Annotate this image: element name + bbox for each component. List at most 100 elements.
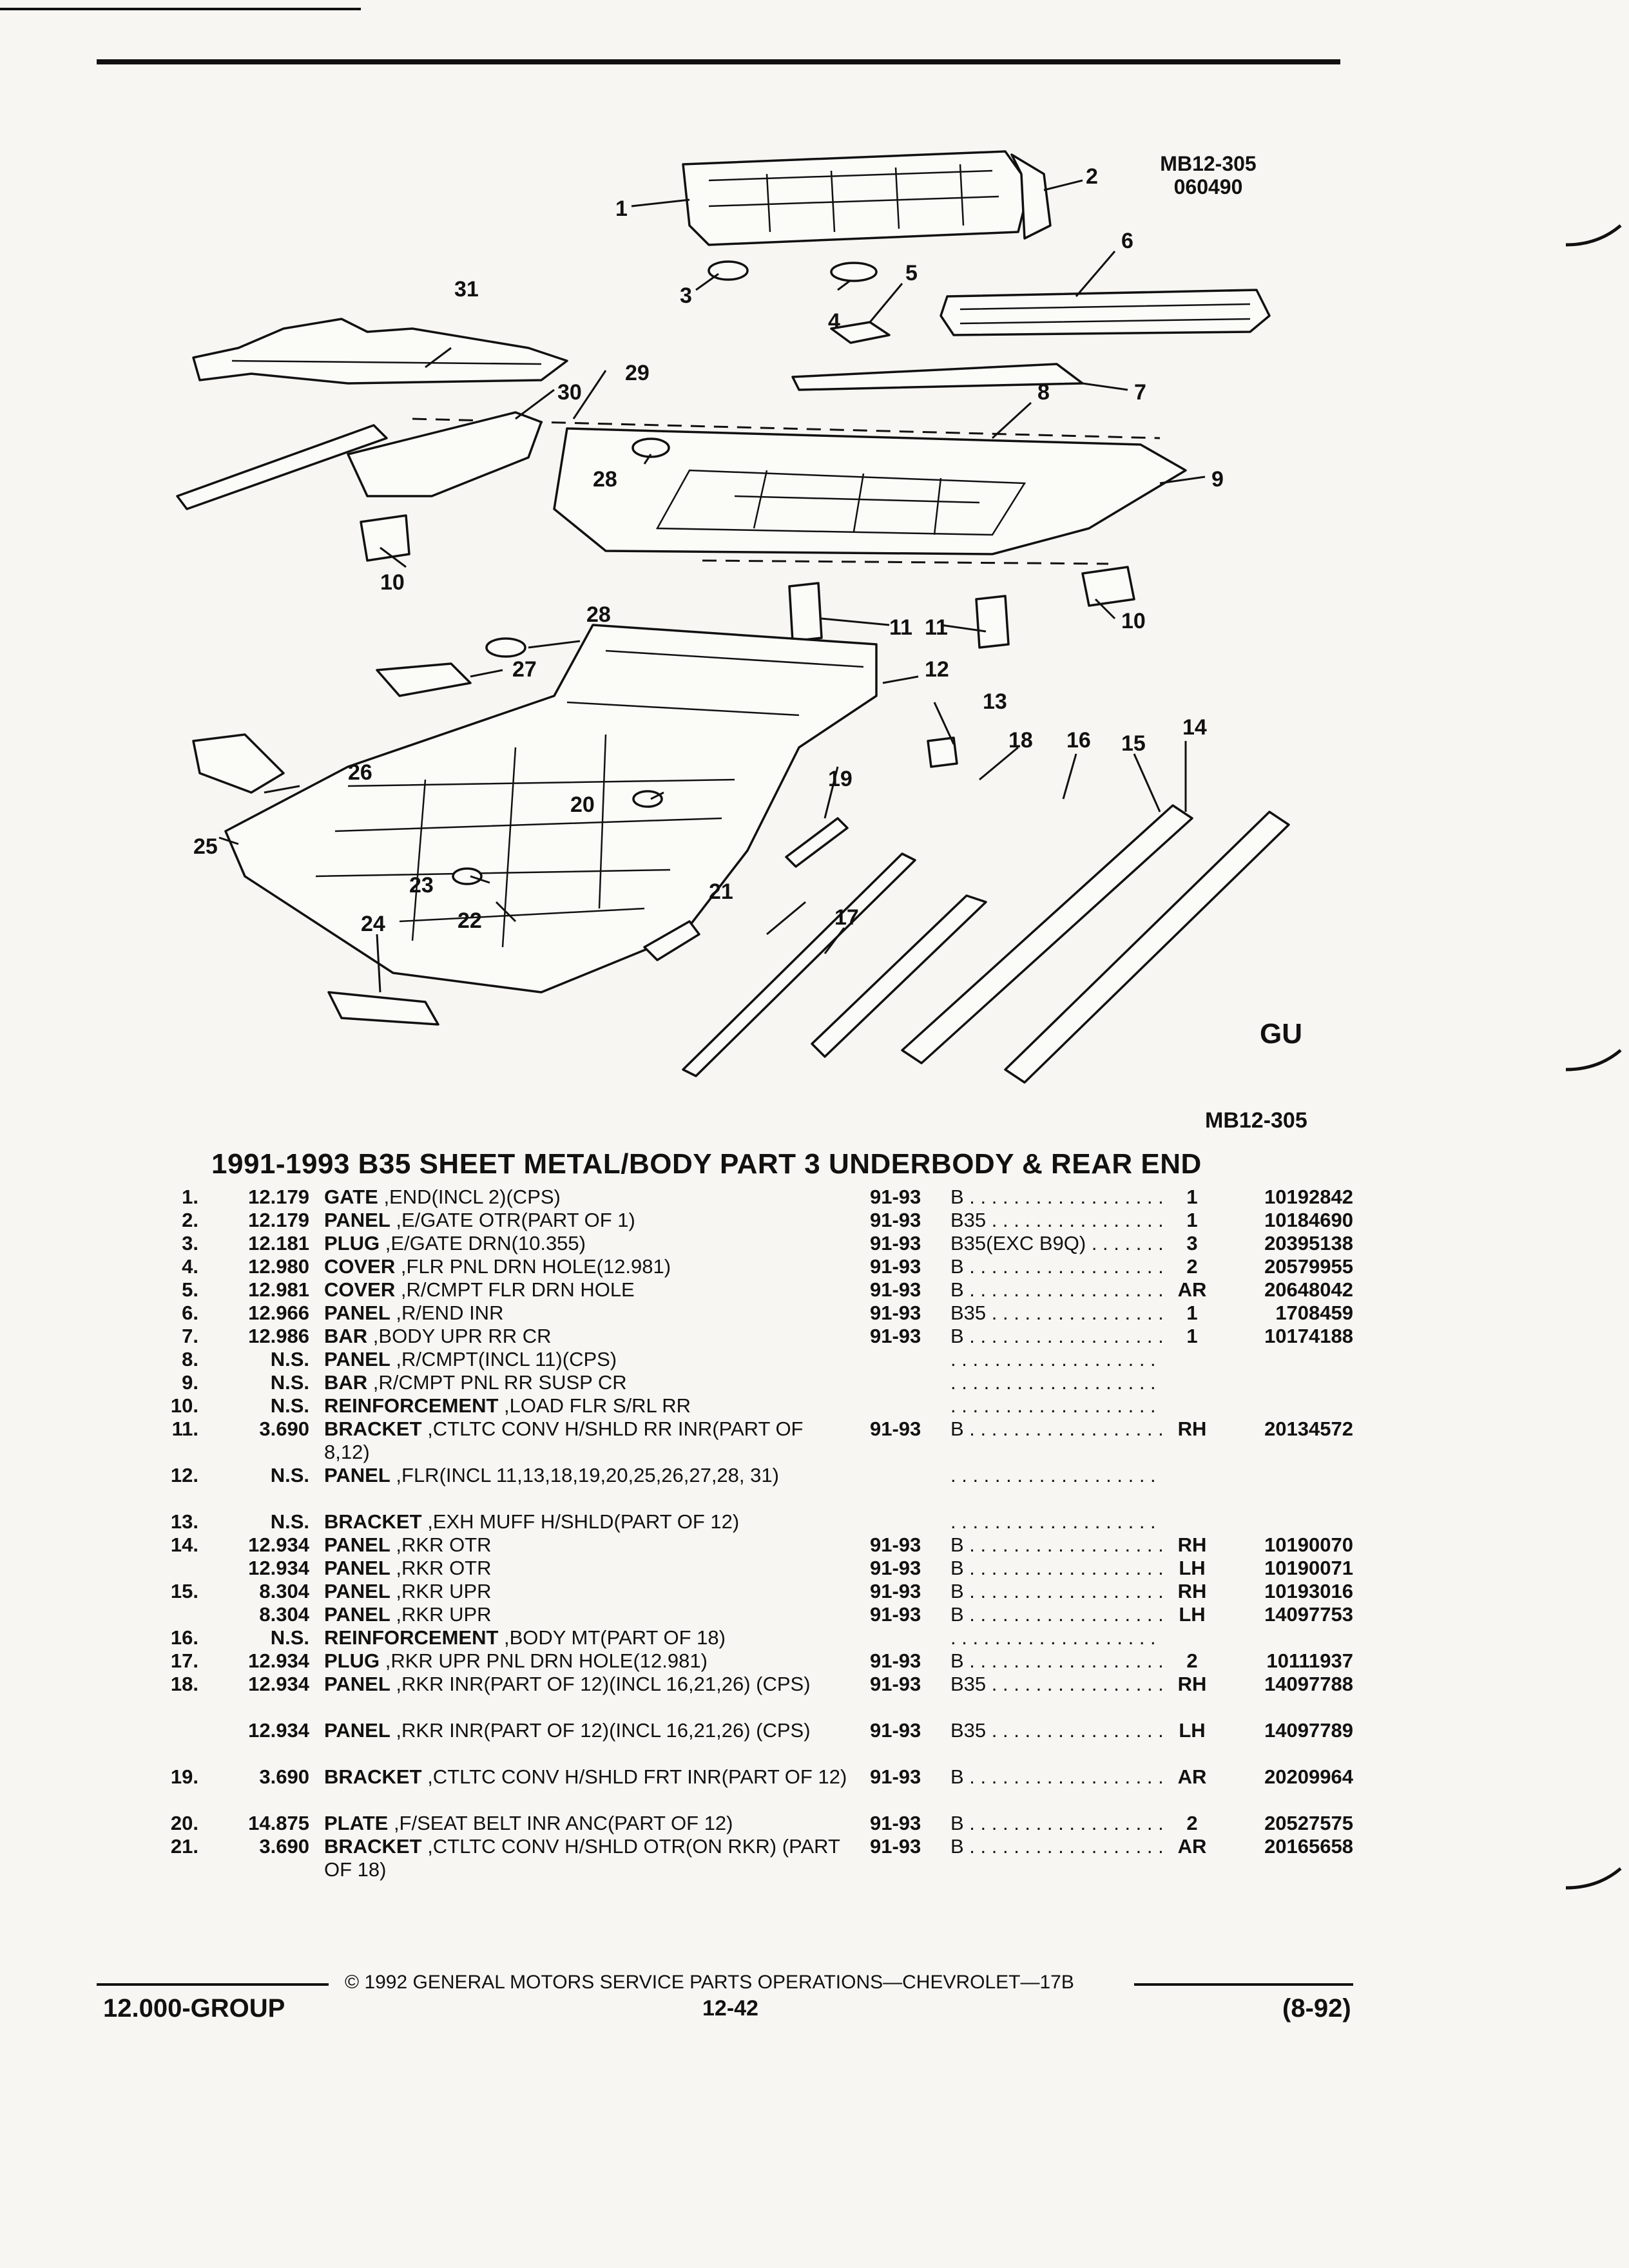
row-part-detail: ,RKR INR(PART OF 12)(INCL 16,21,26) (CPS… <box>396 1673 811 1695</box>
row-index: 2. <box>182 1209 198 1231</box>
row-quantity: AR <box>1177 1835 1207 1858</box>
leader-dots: . . . . . . . . . . . . . . . . . . . . … <box>969 1325 1163 1347</box>
part-rail-30 <box>176 424 388 510</box>
row-model: . . . . . . . . . . . . . . . . . . . . … <box>950 1464 1163 1487</box>
row-index: 19. <box>170 1765 198 1788</box>
section-title: 1991-1993 B35 SHEET METAL/BODY PART 3 UN… <box>211 1148 1202 1180</box>
row-description: BRACKET ,CTLTC CONV H/SHLD FRT INR(PART … <box>324 1765 853 1789</box>
callout-3: 3 <box>680 284 692 308</box>
row-description: PLUG ,E/GATE DRN(10.355) <box>324 1232 853 1255</box>
row-part-detail: ,CTLTC CONV H/SHLD RR INR(PART OF 8,12) <box>324 1418 804 1463</box>
callout-10-left: 10 <box>380 570 405 595</box>
row-description: PANEL ,R/END INR <box>324 1302 853 1325</box>
part-20 <box>632 790 663 808</box>
row-index: 17. <box>170 1649 198 1672</box>
row-part-detail: ,RKR INR(PART OF 12)(INCL 16,21,26) (CPS… <box>396 1719 811 1742</box>
row-group-number: 12.934 <box>248 1673 309 1695</box>
row-model-code: B35 <box>950 1719 987 1742</box>
callout-28-lower: 28 <box>586 602 611 627</box>
top-rule <box>97 59 1340 64</box>
row-model-code: B35 <box>950 1209 987 1231</box>
row-part-number: 10192842 <box>1264 1186 1353 1208</box>
part-floor-bar-31 <box>192 318 568 385</box>
row-group-number: 12.934 <box>248 1557 309 1579</box>
parts-row: 8.N.S.PANEL ,R/CMPT(INCL 11)(CPS) . . . … <box>0 1348 1629 1371</box>
row-model: . . . . . . . . . . . . . . . . . . . . … <box>950 1348 1163 1371</box>
row-model: B . . . . . . . . . . . . . . . . . . . … <box>950 1418 1163 1441</box>
row-part-number: 14097753 <box>1264 1603 1353 1626</box>
callout-16: 16 <box>1066 728 1091 753</box>
row-description: PANEL ,RKR OTR <box>324 1557 853 1580</box>
part-rocker-outer-14 <box>1004 811 1290 1084</box>
row-index: 14. <box>170 1533 198 1556</box>
leader-dots: . . . . . . . . . . . . . . . . . . . . … <box>950 1464 1163 1486</box>
parts-row: 13.N.S.BRACKET ,EXH MUFF H/SHLD(PART OF … <box>0 1510 1629 1533</box>
callout-19: 19 <box>828 767 853 791</box>
row-index: 11. <box>171 1418 198 1440</box>
leader-dots: . . . . . . . . . . . . . . . . . . . . … <box>950 1394 1163 1417</box>
row-part-number: 10190070 <box>1264 1533 1353 1556</box>
row-quantity: 2 <box>1186 1649 1198 1672</box>
part-27 <box>376 662 472 697</box>
part-reinforcement-right <box>1081 566 1135 607</box>
row-quantity: 3 <box>1186 1232 1198 1254</box>
row-quantity: 1 <box>1186 1186 1198 1208</box>
row-group-number: 8.304 <box>259 1580 309 1602</box>
callout-8: 8 <box>1037 380 1050 405</box>
row-group-number: 14.875 <box>248 1812 309 1834</box>
callout-14: 14 <box>1182 715 1207 740</box>
part-21 <box>643 920 700 961</box>
row-quantity: LH <box>1179 1557 1206 1579</box>
row-model-code: B <box>950 1649 964 1672</box>
row-years: 91-93 <box>870 1255 921 1278</box>
row-quantity: LH <box>1179 1603 1206 1626</box>
callout-20: 20 <box>570 793 595 817</box>
row-model: B . . . . . . . . . . . . . . . . . . . … <box>950 1580 1163 1603</box>
row-quantity: 1 <box>1186 1302 1198 1324</box>
row-part-number: 14097789 <box>1264 1719 1353 1742</box>
row-group-number: 12.179 <box>248 1186 309 1208</box>
footer-rule-right <box>1134 1983 1353 1986</box>
callout-17: 17 <box>834 905 859 930</box>
corner-rule <box>0 8 361 10</box>
leader-dots: . . . . . . . . . . . . . . . . . . . . … <box>969 1603 1163 1626</box>
row-index: 3. <box>182 1232 198 1254</box>
row-model-code: B <box>950 1278 964 1301</box>
row-index: 18. <box>170 1673 198 1695</box>
row-part-name: PANEL <box>324 1533 390 1556</box>
callout-11-a: 11 <box>889 615 912 640</box>
leader-dots: . . . . . . . . . . . . . . . . . . . . … <box>1091 1232 1163 1254</box>
part-19 <box>785 817 849 868</box>
callout-12: 12 <box>925 657 949 682</box>
row-part-detail: ,FLR PNL DRN HOLE(12.981) <box>400 1255 671 1278</box>
row-quantity: 1 <box>1186 1325 1198 1347</box>
part-load-floor-side-rail <box>347 411 543 497</box>
row-part-detail: ,RKR UPR <box>396 1603 492 1626</box>
row-group-number: 12.981 <box>248 1278 309 1301</box>
row-group-number: 12.966 <box>248 1302 309 1324</box>
row-index: 1. <box>182 1186 198 1208</box>
callout-9: 9 <box>1211 467 1224 492</box>
row-part-name: PANEL <box>324 1209 390 1231</box>
leader-dots: . . . . . . . . . . . . . . . . . . . . … <box>969 1255 1163 1278</box>
row-index: 20. <box>170 1812 198 1834</box>
row-part-number: 10190071 <box>1264 1557 1353 1579</box>
row-description: REINFORCEMENT ,BODY MT(PART OF 18) <box>324 1626 853 1649</box>
row-group-number: 12.934 <box>248 1719 309 1742</box>
row-part-detail: ,R/CMPT(INCL 11)(CPS) <box>396 1348 617 1370</box>
row-part-detail: ,E/GATE OTR(PART OF 1) <box>396 1209 635 1231</box>
callout-11-b: 11 <box>925 615 948 640</box>
leader-dots: . . . . . . . . . . . . . . . . . . . . … <box>969 1765 1163 1788</box>
row-part-name: BAR <box>324 1371 368 1394</box>
row-description: BRACKET ,EXH MUFF H/SHLD(PART OF 12) <box>324 1510 853 1533</box>
footer-rule-left <box>97 1983 329 1986</box>
row-model: B . . . . . . . . . . . . . . . . . . . … <box>950 1557 1163 1580</box>
row-part-name: PANEL <box>324 1580 390 1602</box>
